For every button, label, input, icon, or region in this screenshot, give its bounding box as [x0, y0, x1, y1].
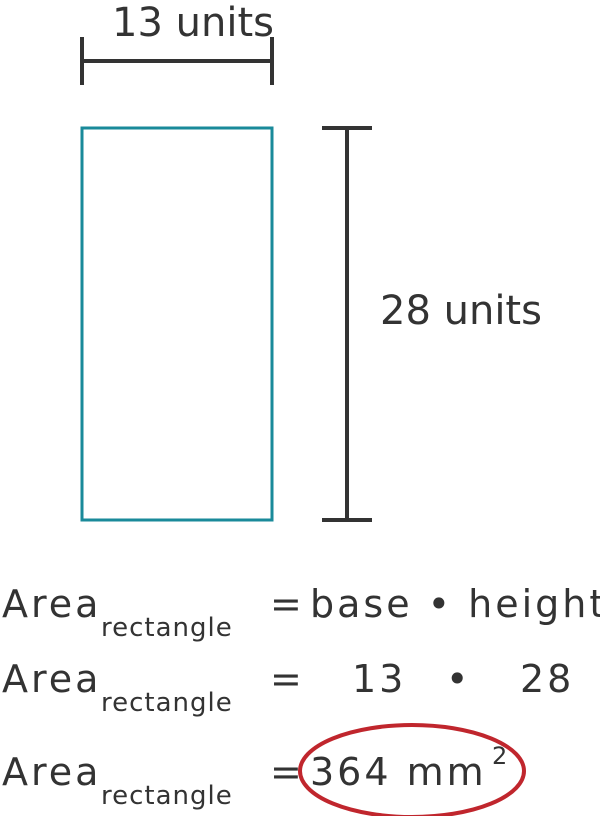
area-subscript: rectangle [101, 688, 233, 718]
equation-line-2: Area rectangle = 13 • 28 [2, 657, 574, 718]
equals-sign: = [270, 582, 305, 626]
area-word: Area [2, 582, 101, 626]
equals-sign: = [270, 750, 305, 794]
height-dimension-line [322, 126, 372, 522]
highlight-ellipse [298, 723, 526, 816]
result-exponent: 2 [492, 742, 507, 770]
area-word: Area [2, 750, 101, 794]
rectangle-shape [80, 126, 274, 522]
height-value: 28 [520, 657, 574, 701]
base-value: 13 [352, 657, 406, 701]
base-label: 13 units [112, 0, 274, 46]
equation-line-1: Area rectangle = base • height [2, 582, 600, 643]
base-dimension-line [80, 37, 274, 85]
area-subscript: rectangle [101, 613, 233, 643]
result-value: 364 mm [310, 750, 487, 794]
area-word: Area [2, 657, 101, 701]
height-label: 28 units [380, 288, 542, 334]
area-subscript: rectangle [101, 781, 233, 811]
equals-sign: = [270, 657, 305, 701]
formula-rhs: base • height [310, 582, 600, 626]
multiply-dot: • [446, 657, 471, 701]
equation-line-3: Area rectangle = 364 mm 2 [2, 723, 526, 816]
